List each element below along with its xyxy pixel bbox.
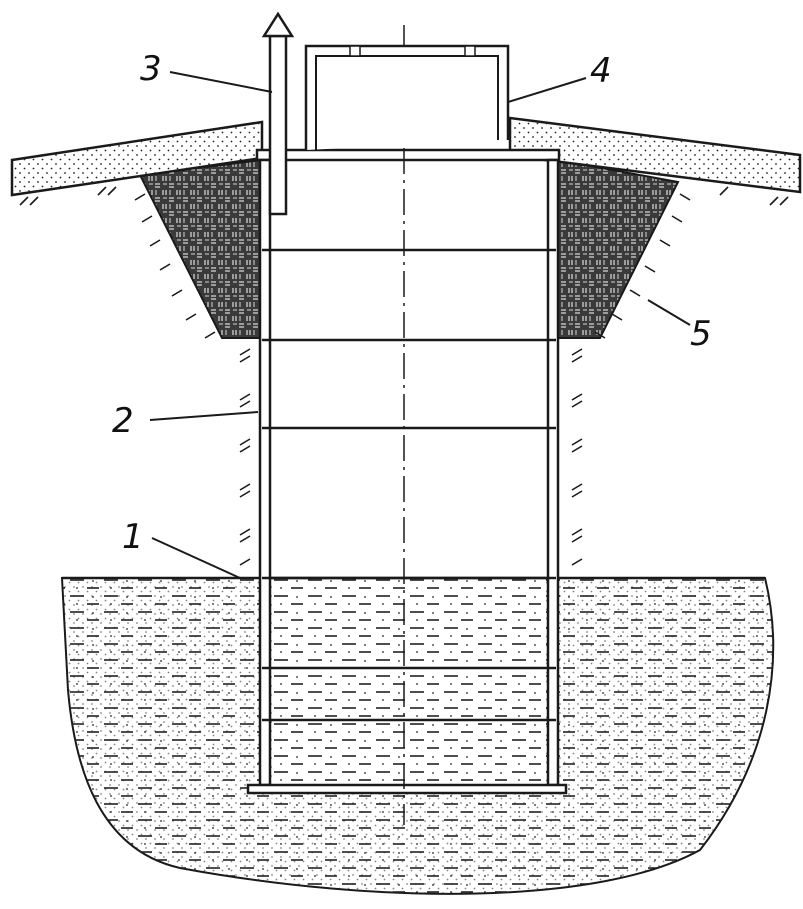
label-vent-pipe: 3 <box>140 49 162 89</box>
label-ring-seam: 1 <box>122 517 144 557</box>
ring-seams <box>262 248 556 722</box>
blind-area-slab-right <box>508 116 802 194</box>
shaft-water <box>272 580 546 783</box>
soil-hatching <box>19 186 789 566</box>
label-shaft-wall: 2 <box>112 401 134 441</box>
shaft-wall <box>246 148 568 795</box>
leader-lines <box>149 71 691 579</box>
hatch-cover <box>304 44 510 150</box>
label-hatch-cover: 4 <box>590 51 612 91</box>
label-clay-lock: 5 <box>690 314 712 354</box>
vent-pipe <box>261 11 295 216</box>
